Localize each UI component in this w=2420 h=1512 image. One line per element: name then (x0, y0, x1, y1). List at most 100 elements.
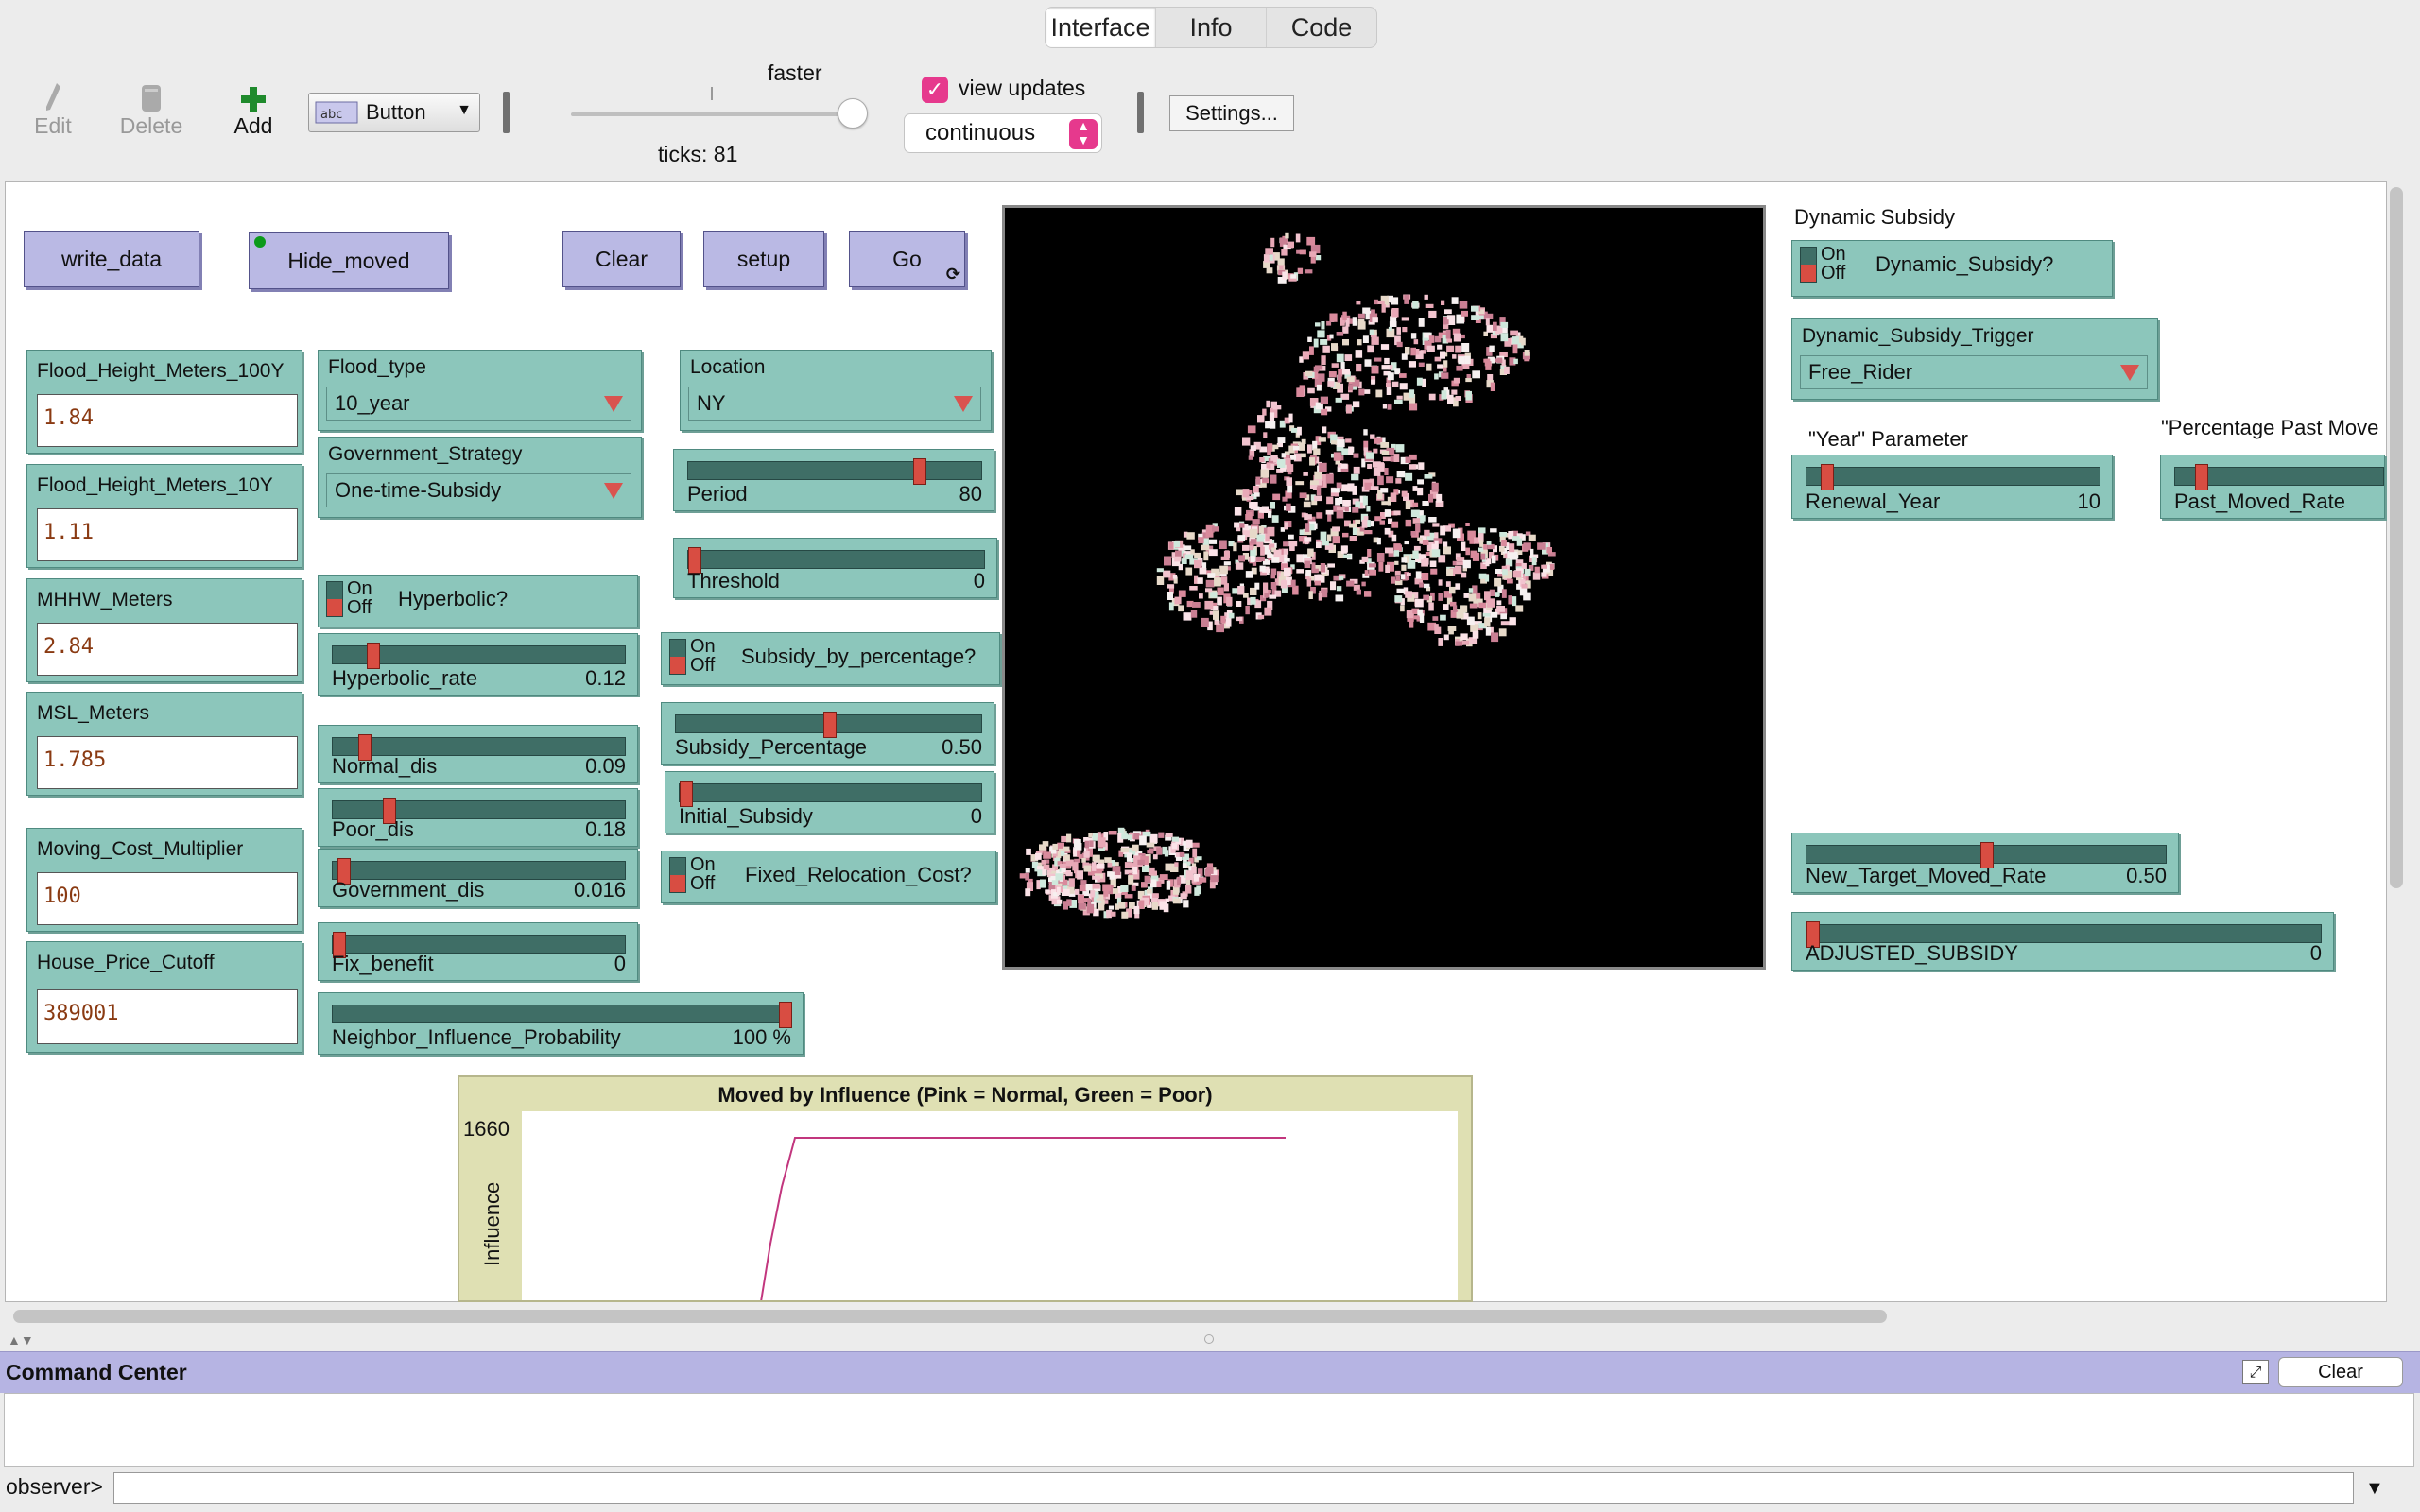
splitter-arrows-icon[interactable]: ▲▼ (8, 1332, 34, 1348)
world-patch (1263, 455, 1271, 462)
slider-knob[interactable] (358, 734, 372, 761)
slider-knob[interactable] (688, 547, 701, 574)
slider-knob[interactable] (337, 858, 351, 885)
go-button[interactable]: Go ⟳ (849, 231, 965, 287)
slider-subsidy-percentage[interactable]: Subsidy_Percentage 0.50 (661, 702, 994, 765)
world-patch (1212, 867, 1217, 871)
world-patch (1251, 526, 1258, 531)
world-patch (1499, 369, 1507, 375)
world-patch (1488, 552, 1495, 559)
command-center-clear-button[interactable]: Clear (2278, 1357, 2403, 1387)
slider-knob[interactable] (779, 1002, 792, 1028)
world-patch (1424, 332, 1432, 339)
input-field[interactable]: 2.84 (37, 623, 298, 676)
clear-button[interactable]: Clear (562, 231, 681, 287)
slider-normal-dis[interactable]: Normal_dis 0.09 (318, 725, 638, 783)
world-patch (1496, 600, 1502, 606)
chooser-select[interactable]: 10_year (326, 387, 631, 421)
expand-icon[interactable]: ⤢ (2242, 1360, 2269, 1384)
slider-renewal-year[interactable]: Renewal_Year 10 (1791, 455, 2113, 519)
tab-info[interactable]: Info (1156, 8, 1267, 47)
slider-knob[interactable] (1806, 921, 1820, 948)
slider-knob[interactable] (367, 643, 380, 669)
world-patch (1335, 397, 1342, 403)
slider-government-dis[interactable]: Government_dis 0.016 (318, 849, 638, 907)
world-patch (1495, 325, 1503, 335)
widget-type-select[interactable]: abc Button ▼ (308, 93, 480, 132)
add-button[interactable]: Add (227, 76, 280, 139)
slider-poor-dis[interactable]: Poor_dis 0.18 (318, 788, 638, 847)
world-patch (1352, 485, 1357, 495)
world-patch (1063, 846, 1070, 852)
delete-button[interactable]: Delete (117, 76, 185, 139)
world-patch (1258, 525, 1264, 534)
world-patch (1352, 317, 1357, 326)
world-patch (1164, 850, 1169, 857)
world-patch (1418, 554, 1427, 560)
chooser-select[interactable]: Free_Rider (1800, 355, 2148, 389)
input-field[interactable]: 1.785 (37, 736, 298, 789)
input-field[interactable]: 1.84 (37, 394, 298, 447)
slider-knob[interactable] (680, 781, 693, 807)
update-mode-select[interactable]: continuous ▲▼ (904, 113, 1102, 153)
world-patch (1461, 640, 1469, 645)
world-patch (1299, 492, 1307, 498)
settings-button[interactable]: Settings... (1169, 95, 1294, 131)
slider-knob[interactable] (1821, 464, 1834, 490)
world-patch (1256, 534, 1265, 543)
slider-neighbor-influence-probability[interactable]: Neighbor_Influence_Probability 100 % (318, 992, 804, 1055)
world-patch (1094, 891, 1099, 899)
slider-period[interactable]: Period 80 (673, 449, 994, 511)
world-view[interactable] (1002, 205, 1766, 970)
slider-hyperbolic-rate[interactable]: Hyperbolic_rate 0.12 (318, 633, 638, 696)
chooser-dynamic-subsidy-trigger: Dynamic_Subsidy_Trigger Free_Rider (1791, 318, 2158, 400)
speed-slider-knob[interactable] (838, 98, 868, 129)
vertical-scrollbar[interactable] (2390, 187, 2403, 888)
splitter-handle[interactable] (1204, 1334, 1214, 1344)
edit-button[interactable]: Edit (26, 76, 79, 139)
slider-fix-benefit[interactable]: Fix_benefit 0 (318, 922, 638, 981)
input-field[interactable]: 1.11 (37, 508, 298, 561)
speed-slider-track[interactable] (571, 112, 856, 116)
tab-code[interactable]: Code (1290, 12, 1353, 42)
slider-knob[interactable] (1980, 842, 1994, 868)
command-input[interactable] (113, 1472, 2354, 1504)
chooser-flood-type: Flood_type 10_year (318, 350, 642, 431)
hide-moved-button[interactable]: Hide_moved (249, 232, 449, 289)
view-updates-checkbox[interactable]: ✓ (922, 77, 948, 103)
world-patch (1344, 354, 1353, 361)
tab-interface[interactable]: Interface (1046, 8, 1156, 47)
world-patch (1171, 843, 1178, 850)
slider-new-target-moved-rate[interactable]: New_Target_Moved_Rate 0.50 (1791, 833, 2179, 893)
slider-past-moved-rate[interactable]: Past_Moved_Rate (2160, 455, 2385, 519)
write-data-button[interactable]: write_data (24, 231, 199, 287)
chooser-select[interactable]: NY (688, 387, 981, 421)
slider-knob[interactable] (2195, 464, 2208, 490)
slider-knob[interactable] (333, 932, 346, 958)
history-dropdown-icon[interactable]: ▼ (2365, 1478, 2384, 1499)
input-field[interactable]: 389001 (37, 989, 298, 1044)
slider-knob[interactable] (913, 458, 926, 485)
world-patch (1149, 867, 1155, 875)
world-patch (1019, 873, 1026, 879)
world-patch (1325, 406, 1332, 412)
world-patch (1443, 324, 1449, 330)
setup-button[interactable]: setup (703, 231, 824, 287)
world-patch (1342, 500, 1351, 507)
slider-threshold[interactable]: Threshold 0 (673, 538, 997, 598)
input-field[interactable]: 100 (37, 872, 298, 925)
horizontal-scrollbar[interactable] (13, 1310, 1887, 1323)
world-patch (1316, 487, 1322, 496)
slider-knob[interactable] (823, 712, 837, 738)
toolbar-divider (503, 92, 510, 133)
slider-adjusted-subsidy[interactable]: ADJUSTED_SUBSIDY 0 (1791, 912, 2334, 971)
chooser-select[interactable]: One-time-Subsidy (326, 473, 631, 507)
plot-ymax-label: 1660 (463, 1117, 510, 1141)
world-patch (1445, 581, 1451, 587)
slider-knob[interactable] (383, 798, 396, 824)
slider-initial-subsidy[interactable]: Initial_Subsidy 0 (665, 771, 994, 833)
